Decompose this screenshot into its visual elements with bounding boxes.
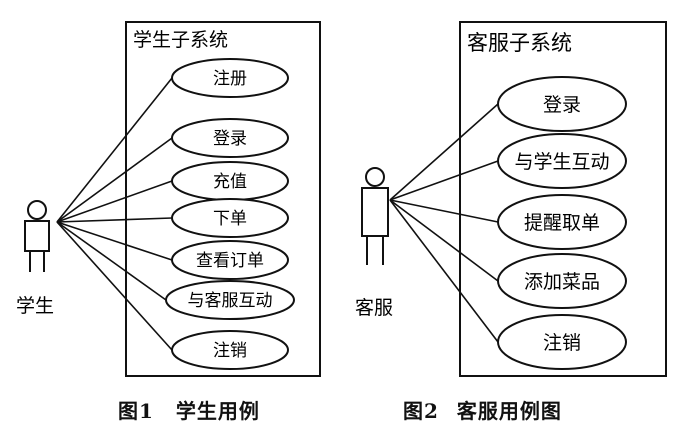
figure1-use-case: 登录 [171, 118, 289, 158]
figure1-association-line [56, 137, 173, 223]
figure1-caption: 图1 学生用例 [118, 395, 260, 424]
figure1-association-line [56, 217, 173, 223]
figure2-association-line [389, 199, 499, 343]
figure1-use-case: 下单 [171, 198, 289, 238]
figure1-actor-label: 学生 [16, 295, 54, 317]
figure1-use-case-ellipse [171, 240, 289, 280]
figure1-use-case: 注册 [171, 58, 289, 98]
figure2-system-title: 客服子系统 [467, 31, 572, 55]
figure2-use-case-ellipse [497, 76, 627, 132]
figure2-use-case: 与学生互动 [497, 133, 627, 189]
figure2-use-case-ellipse [497, 314, 627, 370]
figure1-use-case-label: 下单 [213, 209, 247, 229]
figure1-use-case: 查看订单 [171, 240, 289, 280]
figure2-associations [389, 103, 499, 343]
figure2-caption: 图2 客服用例图 [403, 395, 562, 424]
figure1-use-case-ellipse [171, 118, 289, 158]
figure2-use-case: 添加菜品 [497, 253, 627, 309]
figure1-system-boundary [125, 21, 321, 377]
figure2-association-line [389, 199, 499, 282]
figure1-caption-text: 学生用例 [175, 399, 260, 423]
figure1-use-case-ellipse [165, 280, 295, 320]
figure2-use-case: 登录 [497, 76, 627, 132]
figure1-association-line [56, 221, 173, 261]
figure1-use-case-label: 注销 [213, 341, 247, 361]
figure2-use-case-ellipse [497, 133, 627, 189]
figure2-use-case: 提醒取单 [497, 194, 627, 250]
figure2-association-line [389, 199, 499, 223]
figure1-use-case-label: 与客服互动 [188, 291, 273, 311]
figure1-association-line [56, 77, 173, 223]
figure1-use-case-label: 查看订单 [196, 251, 264, 271]
figure2-use-case: 注销 [497, 314, 627, 370]
figure1-use-case-ellipse [171, 330, 289, 370]
figure1-use-case-label: 登录 [213, 129, 247, 149]
figure1-system-title: 学生子系统 [133, 29, 228, 51]
figure2-use-case-ellipse [497, 194, 627, 250]
figure2-use-case-label: 添加菜品 [524, 271, 600, 293]
figure1-use-case: 与客服互动 [165, 280, 295, 320]
figure2-actor-cs [361, 167, 389, 265]
figure1-association-line [56, 221, 173, 351]
figure1-use-case-ellipse [171, 58, 289, 98]
figure1-use-case: 充值 [171, 161, 289, 201]
figure2-association-line [389, 160, 499, 201]
figure1-use-case-label: 注册 [213, 69, 247, 89]
figure2-use-case-label: 提醒取单 [524, 212, 600, 234]
figure1-actor-student [24, 200, 50, 272]
figure1-caption-number: 图1 [118, 399, 154, 423]
figure2-system-boundary [459, 21, 667, 377]
figure1-use-case: 注销 [171, 330, 289, 370]
figure2-use-case-label: 注销 [543, 332, 581, 354]
figure2-caption-number: 图2 [403, 399, 439, 423]
figure2-use-case-ellipse [497, 253, 627, 309]
figure2-actor-label: 客服 [355, 297, 393, 319]
figure1-associations [56, 77, 173, 351]
figure1-association-line [56, 221, 167, 301]
figure1-use-case-label: 充值 [213, 172, 247, 192]
figure2-use-case-label: 登录 [543, 94, 581, 116]
figure1-association-line [56, 180, 173, 223]
figure1-use-case-ellipse [171, 198, 289, 238]
figure2-use-case-label: 与学生互动 [514, 151, 609, 173]
figure2-association-line [389, 103, 499, 201]
figure2-caption-text: 客服用例图 [456, 399, 562, 423]
